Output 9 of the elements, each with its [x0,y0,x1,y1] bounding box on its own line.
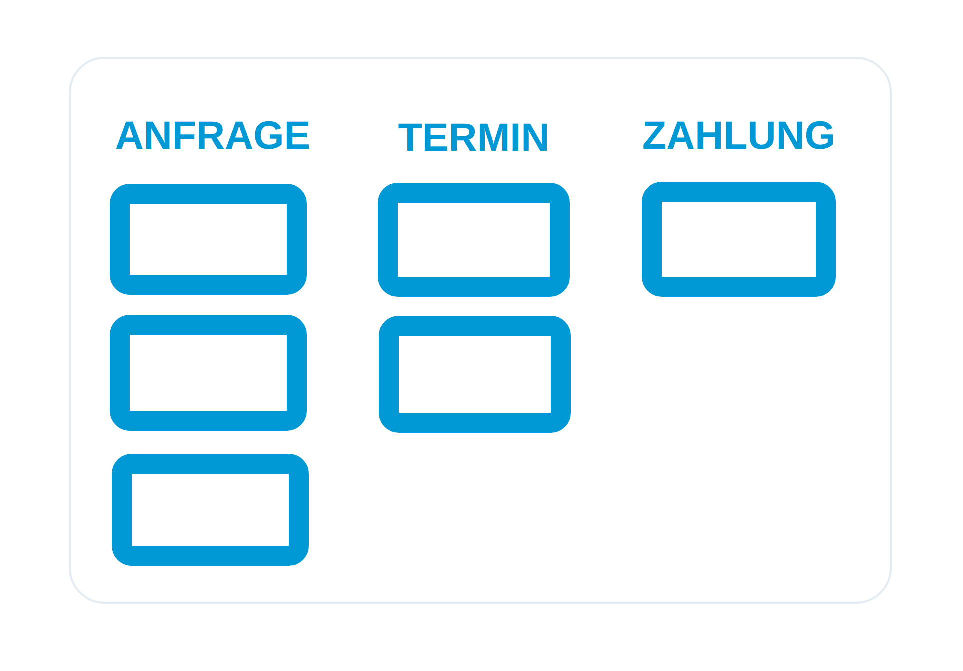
empty-box [379,316,571,433]
column-heading: ANFRAGE [116,121,310,150]
empty-box [378,183,570,297]
column-heading: ZAHLUNG [644,121,834,150]
empty-box [642,182,836,297]
empty-box [110,315,307,431]
empty-box [112,454,309,566]
column-heading: TERMIN [398,124,548,151]
empty-box [110,184,307,295]
